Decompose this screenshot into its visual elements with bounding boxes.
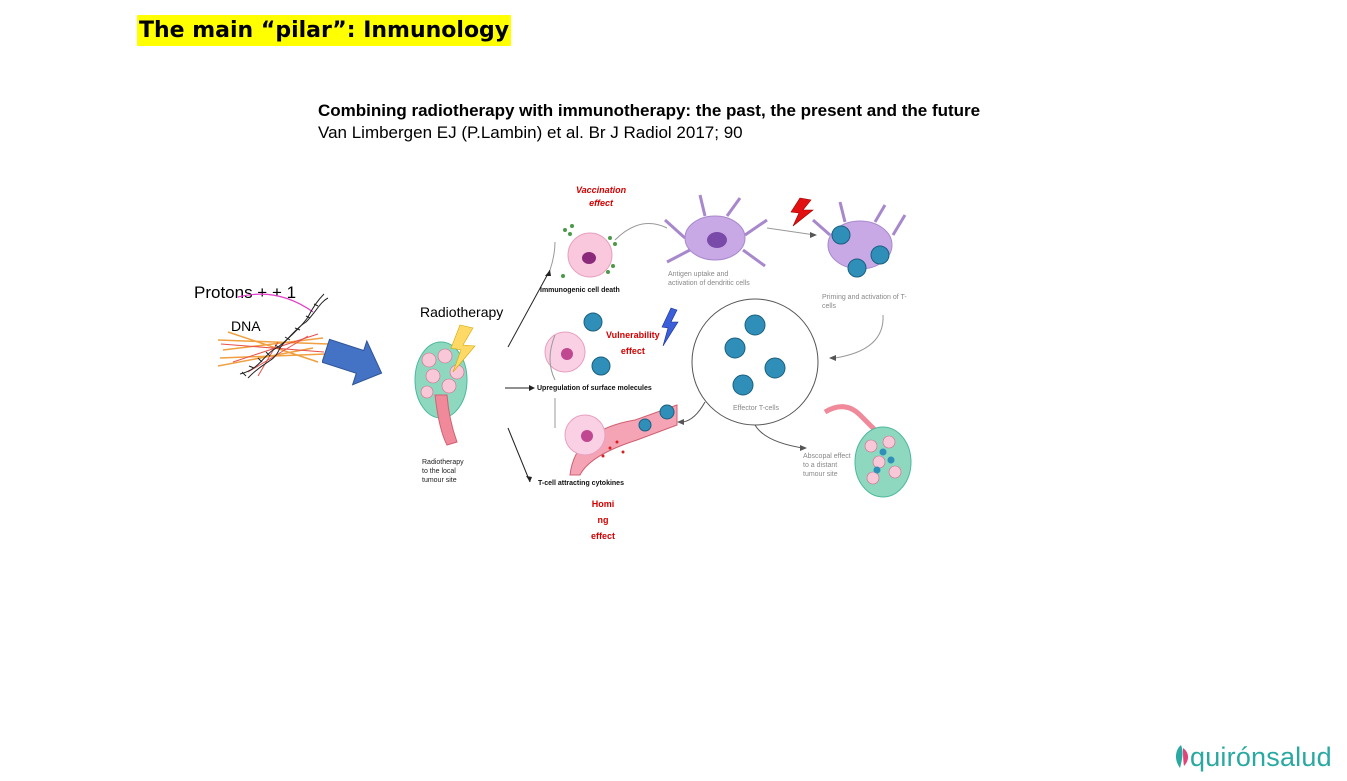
abscopal-label: Abscopal effect to a distant tumour site <box>803 453 851 478</box>
reference-citation: Van Limbergen EJ (P.Lambin) et al. Br J … <box>318 123 743 142</box>
immunology-diagram <box>414 194 912 498</box>
tcell-cytokines-label: T-cell attracting cytokines <box>538 480 624 487</box>
homing-effect-label: Homi ng effect <box>591 499 616 541</box>
effector-tcells-label: Effector T-cells <box>733 405 780 412</box>
radiotherapy-site-label: Radiotherapy to the local tumour site <box>422 459 464 484</box>
local-tumour-icon <box>414 341 468 446</box>
antigen-uptake-label: Antigen uptake and activation of dendrit… <box>668 271 750 287</box>
vaccination-effect-label: Vaccination effect <box>576 185 627 208</box>
quironsalud-logo-icon <box>1175 745 1189 768</box>
quironsalud-logo-text: quirónsalud <box>1190 742 1332 772</box>
reference-title: Combining radiotherapy with immunotherap… <box>318 101 981 120</box>
protons-label: Protons + + 1 <box>194 283 297 302</box>
priming-label: Priming and activation of T- cells <box>822 294 907 310</box>
upregulation-label: Upregulation of surface molecules <box>537 385 652 392</box>
immunogenic-cell-death-label: Immunogenic cell death <box>540 287 620 294</box>
lightning-icon <box>450 324 476 373</box>
vulnerability-effect-label: Vulnerability effect <box>606 330 660 356</box>
dna-label: DNA <box>231 318 261 334</box>
dna-illustration <box>218 293 329 379</box>
arrow-icon <box>322 338 383 386</box>
radiotherapy-label: Radiotherapy <box>420 304 504 320</box>
slide-title: The main “pilar”: Inmunology <box>137 15 512 46</box>
